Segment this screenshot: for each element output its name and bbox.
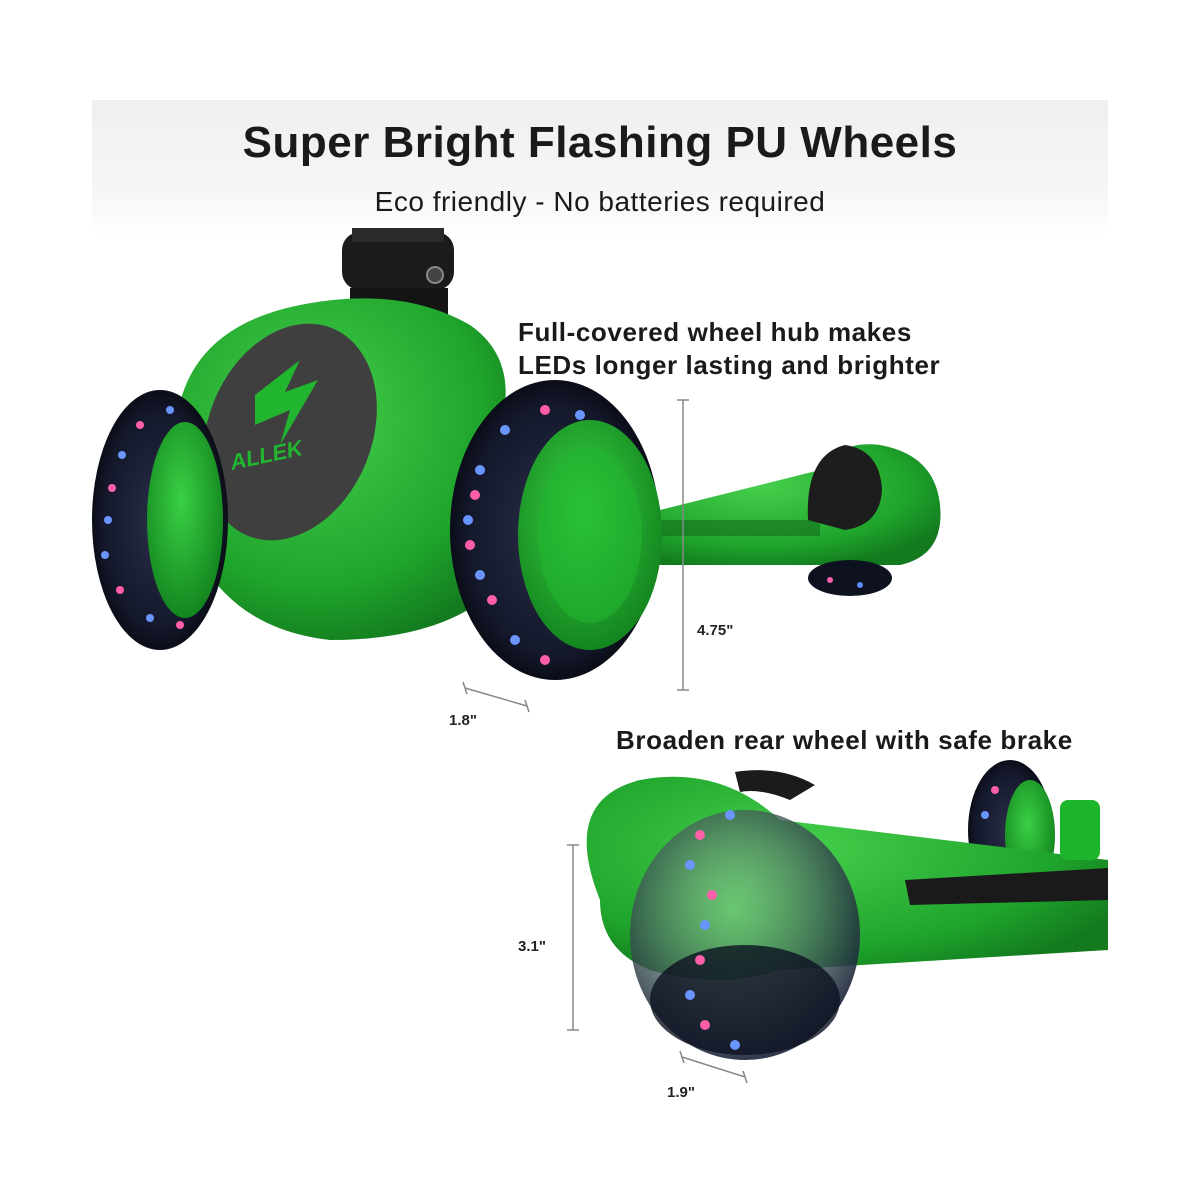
rear-brake xyxy=(807,445,882,530)
led-lights-right xyxy=(465,405,550,665)
front-hub-callout-line-1: Full-covered wheel hub makes xyxy=(518,317,912,347)
rear-wheel-small xyxy=(808,560,892,596)
header-band xyxy=(92,100,1108,235)
front-width-label: 1.8" xyxy=(449,712,477,729)
rear-width-dimension xyxy=(679,1050,748,1084)
page-subtitle: Eco friendly - No batteries required xyxy=(374,186,826,217)
page-title: Super Bright Flashing PU Wheels xyxy=(242,118,958,167)
front-height-dimension xyxy=(677,399,689,691)
safe-brake xyxy=(735,770,815,800)
rear-height-label: 3.1" xyxy=(518,938,546,955)
front-scooter: ALLEK xyxy=(92,228,941,680)
rear-scooter xyxy=(586,760,1108,1060)
led-lights-left xyxy=(108,421,184,629)
front-hub-callout-line-2: LEDs longer lasting and brighter xyxy=(518,350,941,380)
deck-arm xyxy=(640,444,941,565)
rear-width-label: 1.9" xyxy=(667,1084,695,1101)
deck-grip xyxy=(905,868,1108,905)
stem-base xyxy=(1060,800,1100,860)
moose-logo-icon xyxy=(255,360,318,445)
clamp-bolt-icon xyxy=(426,266,444,284)
led-lights-rear xyxy=(695,830,717,1030)
rear-wheel-callout: Broaden rear wheel with safe brake xyxy=(616,725,1073,755)
front-left-hub xyxy=(147,422,223,618)
front-width-dimension xyxy=(462,681,530,713)
front-hub-callout: Full-covered wheel hub makes LEDs longer… xyxy=(518,316,940,382)
rear-height-dimension xyxy=(567,844,579,1031)
front-height-label: 4.75" xyxy=(697,622,734,639)
stem-clamp xyxy=(342,232,454,290)
brand-logo-disc xyxy=(203,323,377,541)
